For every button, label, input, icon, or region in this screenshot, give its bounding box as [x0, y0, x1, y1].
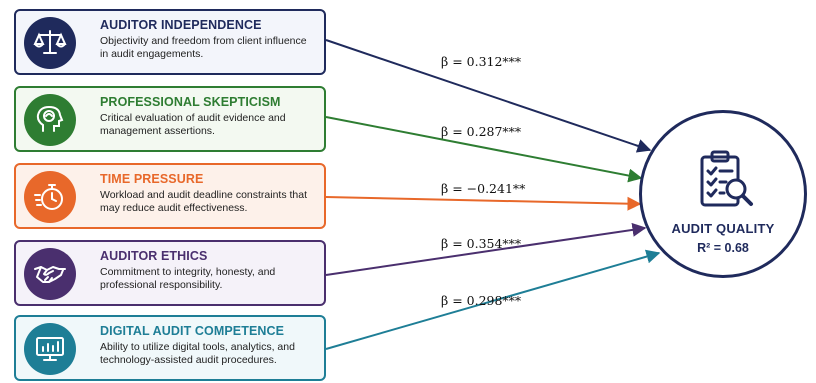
factor-auditor-ethics: AUDITOR ETHICS Commitment to integrity, …: [14, 240, 326, 306]
arrow-ethics: [325, 222, 647, 276]
brain-head-icon: [36, 105, 64, 132]
factor-title: TIME PRESSURE: [100, 172, 204, 186]
arrow-time-pressure: [325, 196, 642, 211]
factor-auditor-independence: AUDITOR INDEPENDENCE Objectivity and fre…: [14, 9, 326, 75]
handshake-icon: [34, 266, 66, 283]
factor-icon-circle: [24, 17, 76, 69]
factor-description: Critical evaluation of audit evidence an…: [100, 112, 286, 137]
factor-title: AUDITOR INDEPENDENCE: [100, 18, 262, 32]
factor-title: AUDITOR ETHICS: [100, 249, 208, 263]
factor-description: Ability to utilize digital tools, analyt…: [100, 341, 295, 366]
factor-description: Commitment to integrity, honesty, and pr…: [100, 266, 276, 291]
outcome-title: AUDIT QUALITY: [671, 221, 775, 236]
factor-icon-circle: [24, 171, 76, 223]
factor-title: PROFESSIONAL SKEPTICISM: [100, 95, 281, 109]
arrow-digital: [325, 249, 661, 350]
beta-label-skepticism: β = 0.287***: [441, 124, 522, 139]
monitor-chart-icon: [36, 337, 64, 361]
arrow-skepticism: [325, 116, 643, 183]
scales-icon: [33, 30, 67, 54]
arrow-independence: [325, 39, 652, 153]
factor-icon-circle: [24, 248, 76, 300]
factor-icon-circle: [24, 94, 76, 146]
outcome-audit-quality: AUDIT QUALITY R² = 0.68: [639, 110, 807, 278]
factor-professional-skepticism: PROFESSIONAL SKEPTICISM Critical evaluat…: [14, 86, 326, 152]
factor-description: Workload and audit deadline constraints …: [100, 189, 308, 214]
stopwatch-icon: [34, 184, 63, 210]
beta-label-ethics: β = 0.354***: [441, 236, 522, 251]
factor-digital-audit-competence: DIGITAL AUDIT COMPETENCE Ability to util…: [14, 315, 326, 381]
beta-label-digital: β = 0.298***: [441, 293, 522, 308]
factor-description: Objectivity and freedom from client infl…: [100, 35, 307, 60]
clipboard-checklist-icon: [700, 150, 753, 207]
factor-time-pressure: TIME PRESSURE Workload and audit deadlin…: [14, 163, 326, 229]
beta-label-time-pressure: β = −0.241**: [441, 181, 526, 196]
factor-icon-circle: [24, 323, 76, 375]
beta-label-independence: β = 0.312***: [441, 54, 522, 69]
factor-title: DIGITAL AUDIT COMPETENCE: [100, 324, 285, 338]
outcome-r-squared: R² = 0.68: [697, 241, 749, 255]
